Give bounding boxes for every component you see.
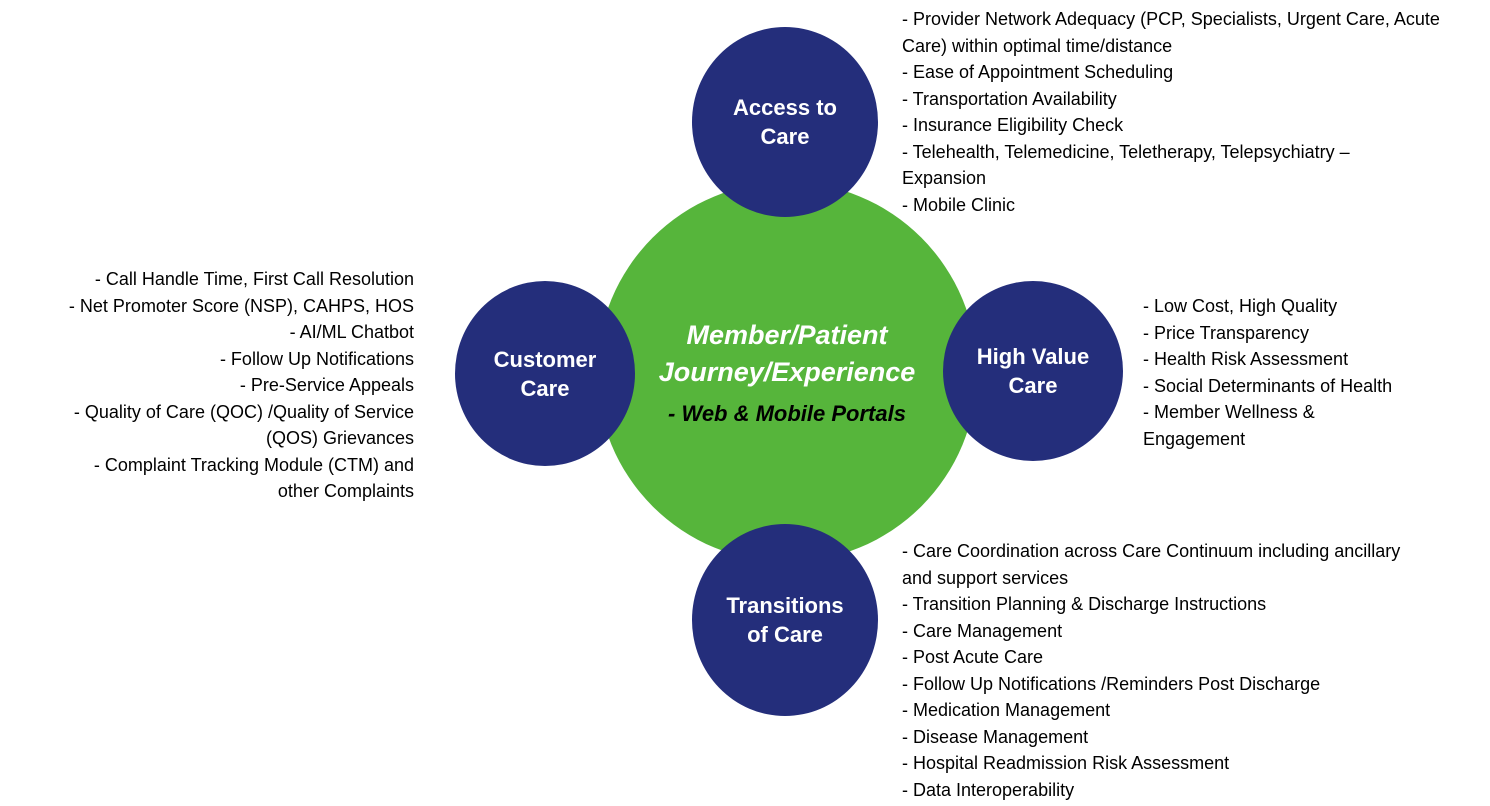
node-high-value-care: High Value Care bbox=[943, 281, 1123, 461]
list-item: - Post Acute Care bbox=[902, 647, 1044, 667]
list-item: - Care Management bbox=[902, 620, 1063, 641]
node-access-to-care-label: Access to Care bbox=[733, 95, 837, 149]
node-customer-care-label: Customer Care bbox=[493, 346, 597, 401]
list-item: - Member Wellness & Engagement bbox=[1143, 402, 1315, 449]
list-item: - Telehealth, Telemedicine, Teletherapy,… bbox=[902, 141, 1350, 189]
node-high-value-care-label: High Value Care bbox=[976, 344, 1090, 398]
list-item: - Provider Network Adequacy (PCP, Specia… bbox=[902, 9, 1440, 56]
list-item: - Quality of Care (QOC) /Quality of Serv… bbox=[73, 401, 414, 449]
list-item: - Net Promoter Score (NSP), CAHPS, HOS bbox=[68, 295, 414, 316]
customer-care-list: - Call Handle Time, First Call Resolutio… bbox=[38, 266, 414, 505]
list-item: - Medication Management bbox=[902, 700, 1111, 720]
list-item: - Call Handle Time, First Call Resolutio… bbox=[94, 269, 414, 289]
list-item: - Follow Up Notifications /Reminders Pos… bbox=[902, 673, 1321, 694]
center-circle: Member/Patient Journey/Experience - Web … bbox=[597, 182, 977, 562]
center-subtitle: - Web & Mobile Portals bbox=[668, 401, 906, 426]
list-item: - Data Interoperability bbox=[902, 779, 1075, 800]
list-item: - Ease of Appointment Scheduling bbox=[902, 62, 1174, 82]
list-item: - Pre-Service Appeals bbox=[239, 375, 414, 395]
list-item: - Insurance Eligibility Check bbox=[902, 115, 1124, 135]
node-customer-care: Customer Care bbox=[455, 281, 635, 466]
list-item: - Disease Management bbox=[902, 726, 1089, 747]
access-to-care-list: - Provider Network Adequacy (PCP, Specia… bbox=[902, 6, 1488, 218]
list-item: - Complaint Tracking Module (CTM) and ot… bbox=[93, 454, 414, 502]
transitions-of-care-list: - Care Coordination across Care Continuu… bbox=[902, 538, 1488, 803]
list-item: - AI/ML Chatbot bbox=[289, 322, 414, 342]
list-item: - Transportation Availability bbox=[902, 88, 1117, 109]
list-item: - Low Cost, High Quality bbox=[1143, 296, 1338, 316]
list-item: - Care Coordination across Care Continuu… bbox=[902, 541, 1401, 588]
list-item: - Transition Planning & Discharge Instru… bbox=[902, 594, 1267, 614]
node-access-to-care: Access to Care bbox=[692, 27, 878, 217]
list-item: - Mobile Clinic bbox=[902, 194, 1016, 215]
list-item: - Social Determinants of Health bbox=[1143, 375, 1393, 396]
list-item: - Hospital Readmission Risk Assessment bbox=[902, 753, 1230, 773]
high-value-care-list: - Low Cost, High Quality - Price Transpa… bbox=[1143, 293, 1483, 452]
list-item: - Price Transparency bbox=[1143, 322, 1310, 343]
node-transitions-of-care-label: Transitions of Care bbox=[726, 593, 844, 647]
center-title: Member/Patient Journey/Experience bbox=[658, 320, 916, 387]
list-item: - Health Risk Assessment bbox=[1143, 349, 1349, 369]
list-item: - Follow Up Notifications bbox=[219, 348, 414, 369]
node-transitions-of-care: Transitions of Care bbox=[692, 524, 878, 716]
